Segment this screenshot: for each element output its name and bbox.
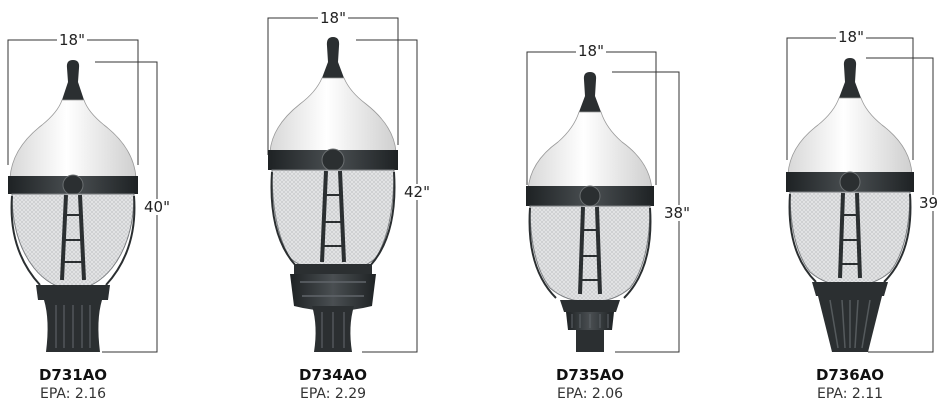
- height-label-d735ao: 38": [662, 204, 692, 222]
- model-name-d736ao: D736AO: [815, 366, 885, 384]
- model-name-d735ao: D735AO: [555, 366, 625, 384]
- epa-d731ao: EPA: 2.16: [39, 386, 107, 402]
- fixture-d734ao: [267, 17, 418, 353]
- model-name-d731ao: D731AO: [38, 366, 108, 384]
- height-label-d736ao: 39: [917, 194, 941, 212]
- fixture-d736ao: [786, 37, 934, 353]
- fixture-d731ao: [7, 39, 158, 353]
- epa-d734ao: EPA: 2.29: [299, 386, 367, 402]
- fixture-d735ao: [526, 51, 680, 353]
- epa-d736ao: EPA: 2.11: [816, 386, 884, 402]
- width-label-d731ao: 18": [57, 31, 87, 49]
- model-name-d734ao: D734AO: [298, 366, 368, 384]
- height-label-d731ao-value: 40": [142, 198, 172, 216]
- width-label-d735ao: 18": [576, 42, 606, 60]
- epa-d735ao: EPA: 2.06: [556, 386, 624, 402]
- width-label-d734ao: 18": [318, 9, 348, 27]
- width-label-d736ao: 18": [836, 28, 866, 46]
- height-label-d734ao: 42": [402, 183, 432, 201]
